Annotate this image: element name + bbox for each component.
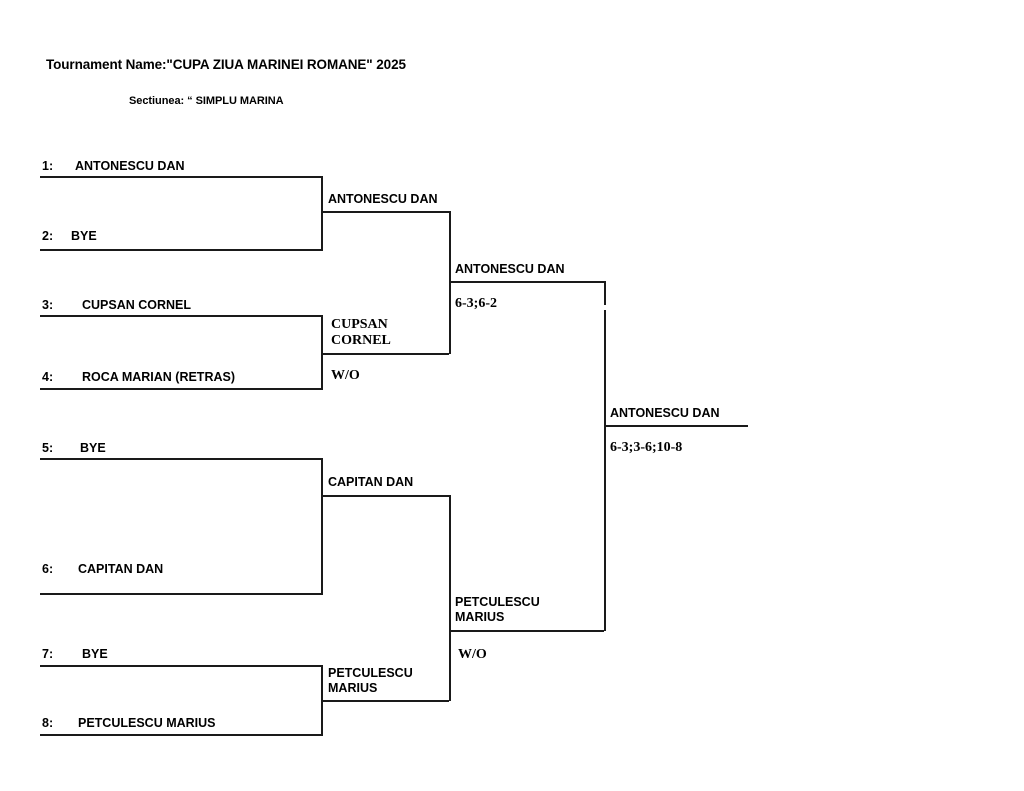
round3-winner-1[interactable]: ANTONESCU DAN bbox=[455, 262, 565, 276]
connector-match-2 bbox=[321, 315, 323, 390]
seed-number-6: 6: bbox=[42, 562, 54, 576]
seed-number-2: 2: bbox=[42, 229, 54, 243]
player-name-8[interactable]: PETCULESCU MARIUS bbox=[78, 716, 216, 730]
bracket-line-entry-2 bbox=[40, 249, 321, 251]
player-name-1[interactable]: ANTONESCU DAN bbox=[75, 159, 185, 173]
round3-score-2: W/O bbox=[458, 647, 487, 662]
connector-match-3 bbox=[321, 458, 323, 595]
connector-final-lower bbox=[604, 310, 606, 631]
bracket-line-round2-4 bbox=[322, 700, 449, 702]
bracket-line-round3-1 bbox=[449, 281, 604, 283]
bracket-line-entry-3 bbox=[40, 315, 321, 317]
player-name-7[interactable]: BYE bbox=[82, 647, 108, 661]
bracket-line-round3-2 bbox=[449, 630, 604, 632]
bracket-line-entry-8 bbox=[40, 734, 321, 736]
round2-winner-1[interactable]: ANTONESCU DAN bbox=[328, 192, 438, 206]
round2-winner-2[interactable]: CUPSAN CORNEL bbox=[331, 317, 391, 348]
player-name-5[interactable]: BYE bbox=[80, 441, 106, 455]
seed-number-5: 5: bbox=[42, 441, 54, 455]
round2-score-2: W/O bbox=[331, 368, 360, 383]
player-name-3[interactable]: CUPSAN CORNEL bbox=[82, 298, 192, 312]
round2-winner-3[interactable]: CAPITAN DAN bbox=[328, 475, 414, 489]
bracket-line-entry-6 bbox=[40, 593, 321, 595]
final-winner[interactable]: ANTONESCU DAN bbox=[610, 406, 720, 420]
round3-score-1: 6-3;6-2 bbox=[455, 296, 497, 311]
seed-number-8: 8: bbox=[42, 716, 54, 730]
bracket-line-entry-1 bbox=[40, 176, 321, 178]
connector-semifinal-2 bbox=[449, 495, 451, 701]
tournament-title: Tournament Name:"CUPA ZIUA MARINEI ROMAN… bbox=[46, 57, 406, 72]
player-name-6[interactable]: CAPITAN DAN bbox=[78, 562, 164, 576]
seed-number-7: 7: bbox=[42, 647, 54, 661]
bracket-line-round2-3 bbox=[322, 495, 449, 497]
bracket-line-entry-5 bbox=[40, 458, 321, 460]
bracket-line-final bbox=[604, 425, 748, 427]
player-name-4[interactable]: ROCA MARIAN (RETRAS) bbox=[82, 370, 235, 384]
bracket-line-entry-7 bbox=[40, 665, 321, 667]
final-score: 6-3;3-6;10-8 bbox=[610, 440, 683, 455]
round3-winner-2[interactable]: PETCULESCU MARIUS bbox=[455, 595, 540, 624]
bracket-line-round2-2 bbox=[322, 353, 449, 355]
round2-winner-4[interactable]: PETCULESCU MARIUS bbox=[328, 666, 413, 695]
connector-match-1 bbox=[321, 176, 323, 251]
bracket-line-round2-1 bbox=[322, 211, 449, 213]
bracket-line-entry-4 bbox=[40, 388, 321, 390]
section-title: Sectiunea: “ SIMPLU MARINA bbox=[129, 95, 284, 107]
connector-final-upper bbox=[604, 281, 606, 305]
seed-number-1: 1: bbox=[42, 159, 54, 173]
seed-number-4: 4: bbox=[42, 370, 54, 384]
player-name-2[interactable]: BYE bbox=[71, 229, 97, 243]
seed-number-3: 3: bbox=[42, 298, 54, 312]
